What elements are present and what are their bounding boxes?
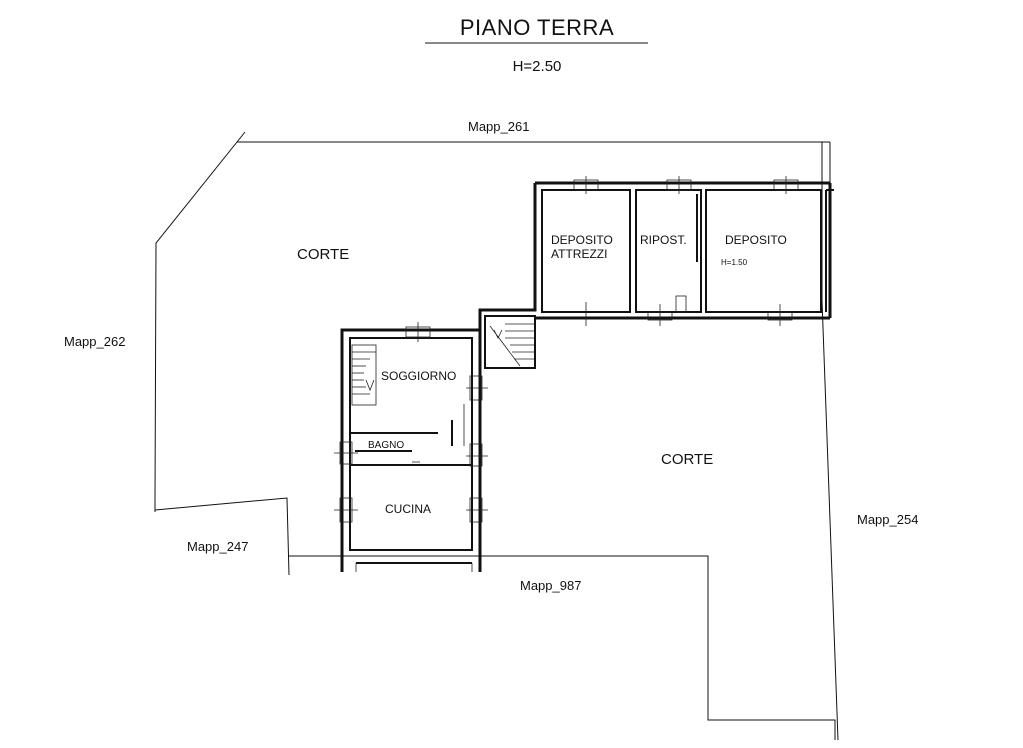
parcel-label-south: Mapp_987 — [520, 578, 581, 593]
parcel-label-east: Mapp_254 — [857, 512, 918, 527]
external-stair — [484, 315, 536, 369]
property-boundaries — [154, 131, 839, 741]
room-label-bagno: BAGNO — [368, 440, 404, 451]
plan-title: PIANO TERRA — [460, 15, 614, 40]
room-label-deposito-height: H=1.50 — [721, 258, 748, 267]
room-label-ripostiglio: RIPOST. — [640, 233, 687, 247]
internal-stair — [351, 344, 377, 406]
room-label-deposito: DEPOSITO — [725, 233, 787, 247]
storage-wing-walls — [478, 176, 832, 330]
house-walls — [334, 322, 488, 572]
parcel-label-west: Mapp_262 — [64, 334, 125, 349]
parcel-label-north: Mapp_261 — [468, 119, 529, 134]
room-label-deposito-attrezzi-line1: DEPOSITO — [551, 233, 613, 247]
courtyard-label-south: CORTE — [661, 451, 713, 468]
courtyard-label-north: CORTE — [297, 246, 349, 263]
room-label-soggiorno: SOGGIORNO — [381, 369, 456, 383]
height-note: H=2.50 — [513, 58, 562, 75]
room-label-deposito-attrezzi-line2: ATTREZZI — [551, 247, 607, 261]
room-label-cucina: CUCINA — [385, 502, 431, 516]
parcel-label-southwest: Mapp_247 — [187, 539, 248, 554]
